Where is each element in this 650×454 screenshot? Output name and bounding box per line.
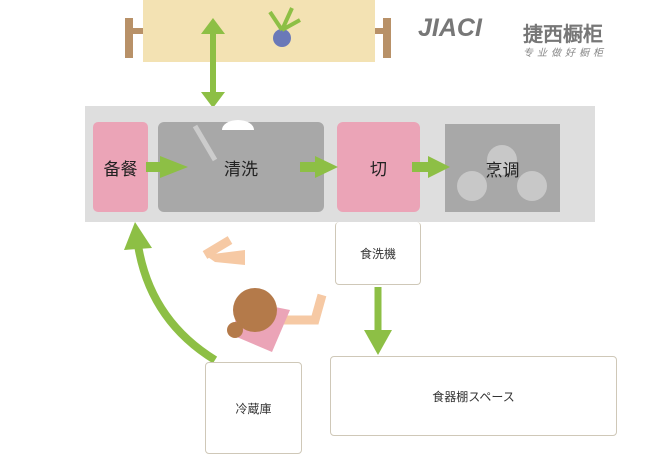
logo-name: 捷西橱柜 [523, 22, 603, 46]
wash-label: 清洗 [224, 159, 258, 180]
dining-table [125, 0, 391, 62]
cut-label: 切 [370, 159, 387, 180]
dish-shelf-box: 食器棚スペース [330, 356, 617, 436]
person-figure [202, 236, 327, 352]
dishwasher-arrow [364, 287, 392, 355]
dishwasher-box: 食洗機 [335, 222, 421, 285]
vertical-double-arrow [201, 18, 225, 108]
cutting-area [337, 122, 420, 212]
fridge-box: 冷蔵庫 [205, 362, 302, 454]
flow-arrows [146, 156, 450, 178]
prep-area [93, 122, 148, 212]
logo-slogan: 专业做好橱柜 [523, 48, 607, 59]
vase-icon [273, 29, 291, 47]
logo-brand: JIACI [418, 14, 482, 42]
cook-label: 烹调 [485, 160, 520, 181]
faucet-icon [222, 120, 254, 130]
fridge-curved-arrow [124, 222, 218, 364]
sink [158, 122, 324, 212]
prep-label: 备餐 [103, 159, 138, 180]
